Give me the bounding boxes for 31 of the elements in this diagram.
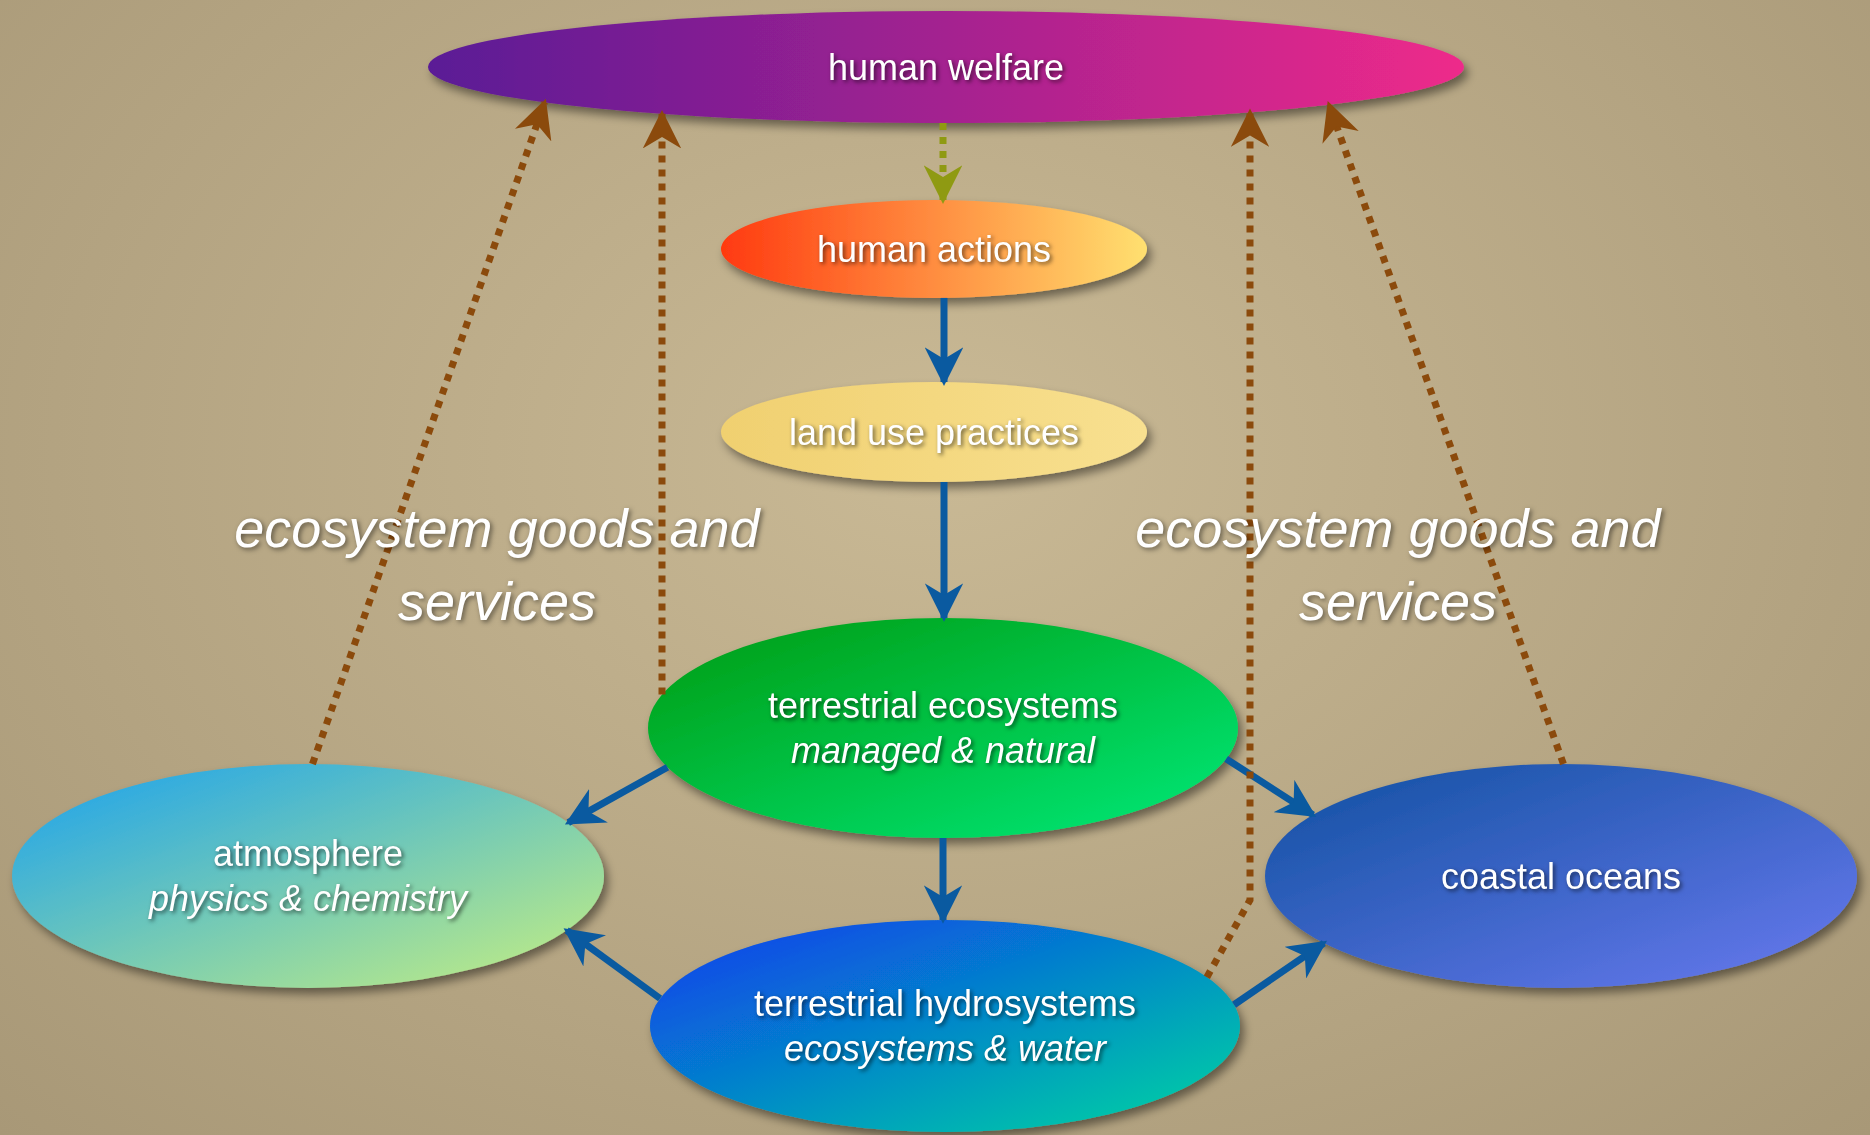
node-title: human actions <box>816 227 1052 272</box>
arrow <box>309 98 552 766</box>
arrow <box>564 764 670 826</box>
ellipse-node <box>12 764 604 988</box>
ellipse-node <box>721 200 1147 298</box>
ellipse-node <box>721 382 1147 482</box>
ellipse-node <box>428 11 1464 123</box>
annotation-text: ecosystem goods and services <box>1134 497 1663 633</box>
arrow <box>923 838 963 924</box>
node-subtitle: managed & natural <box>790 729 1096 773</box>
node-title: terrestrial hydrosystems <box>753 982 1137 1026</box>
node-title: atmosphere <box>212 832 404 876</box>
node-title: land use practices <box>788 410 1080 455</box>
ellipse-node <box>1265 764 1857 988</box>
ellipse-node <box>648 618 1238 838</box>
arrow <box>1224 755 1317 818</box>
arrow <box>642 110 682 695</box>
annotation-text: ecosystem goods and services <box>233 497 762 633</box>
arrow <box>924 297 964 386</box>
node-subtitle: physics & chemistry <box>148 877 468 921</box>
arrow <box>923 123 963 204</box>
arrow <box>924 481 964 622</box>
node-title: terrestrial ecosystems <box>767 684 1119 728</box>
arrow <box>1322 101 1567 766</box>
arrow <box>1203 108 1270 979</box>
node-title: human welfare <box>827 45 1065 90</box>
arrow <box>1232 940 1327 1008</box>
node-title: coastal oceans <box>1440 854 1682 899</box>
ellipse-node <box>650 920 1240 1132</box>
node-subtitle: ecosystems & water <box>783 1027 1107 1071</box>
arrow <box>563 927 663 1002</box>
